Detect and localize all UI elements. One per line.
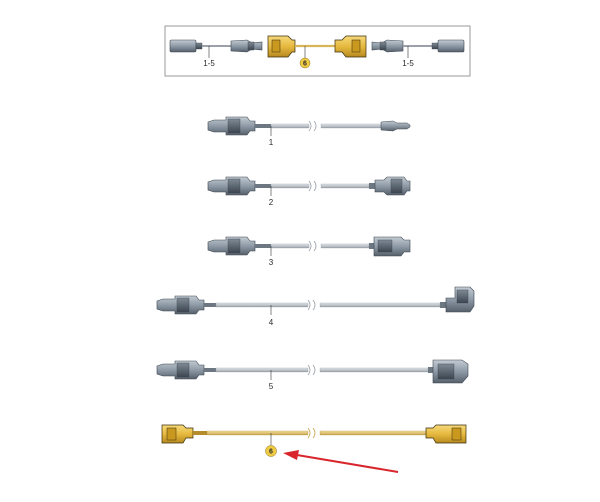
overview-frame [164, 25, 471, 77]
cable-3-label: 3 [269, 258, 274, 267]
cable-6-badge [265, 445, 277, 457]
cable-5: 5 [156, 359, 469, 391]
cable-2: 2 [207, 176, 411, 207]
cable-4-label: 4 [269, 318, 274, 327]
cable-2-label: 2 [269, 198, 274, 207]
overview-left-plug [169, 39, 263, 53]
overview-label-center: 6 [303, 61, 307, 68]
overview-panel: 1-5 6 1-5 [164, 25, 471, 77]
cable-6-label: 6 [269, 449, 273, 456]
overview-right-plug [371, 39, 465, 53]
cable-3: 3 [207, 236, 411, 267]
overview-badge [299, 57, 311, 69]
cable-4: 4 [156, 286, 475, 327]
cable-1: 1 [207, 116, 411, 147]
overview-label-right: 1-5 [402, 59, 414, 68]
red-arrow-icon [283, 450, 399, 473]
overview-label-left: 1-5 [203, 59, 215, 68]
cable-5-label: 5 [269, 382, 274, 391]
cable-1-label: 1 [269, 138, 274, 147]
cable-6: 6 [161, 424, 467, 457]
overview-adapter [267, 35, 367, 58]
